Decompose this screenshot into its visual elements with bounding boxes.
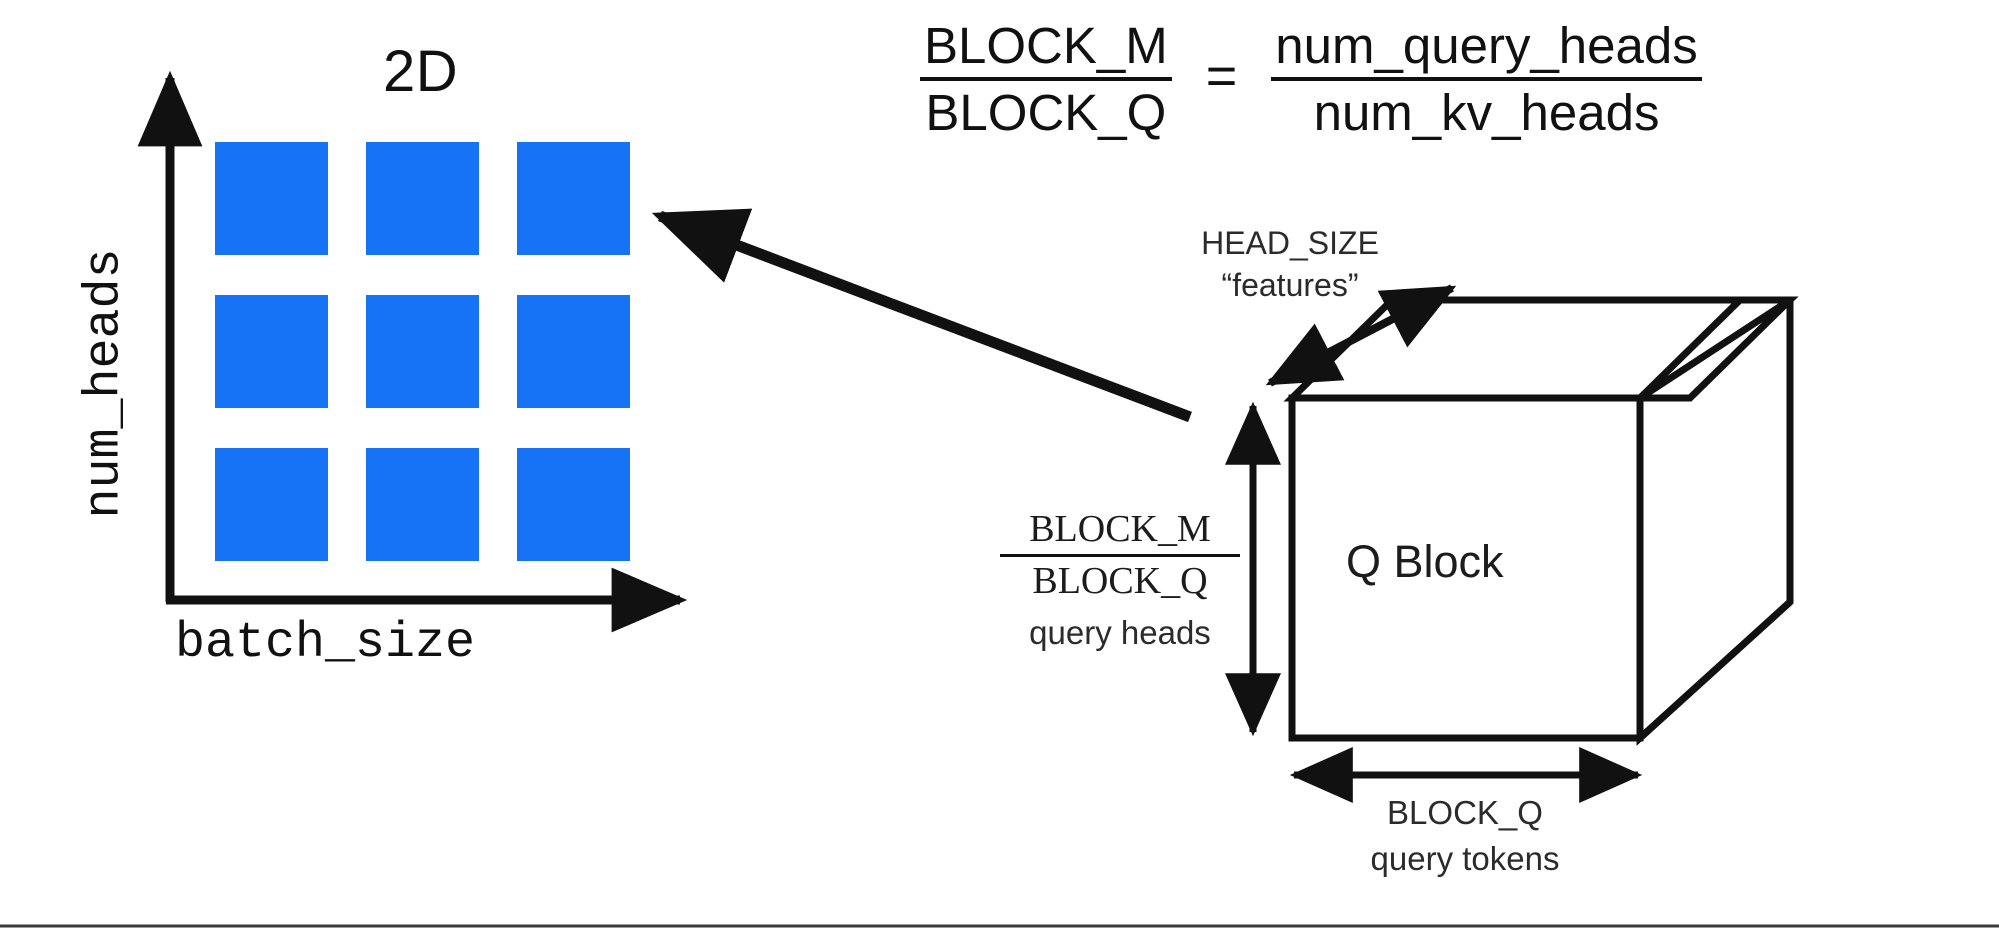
fraction-bar — [920, 77, 1172, 82]
fraction-bar — [1271, 77, 1702, 82]
q-block-face-label: Q Block — [1346, 536, 1504, 587]
width-subtitle: query tokens — [1370, 840, 1560, 878]
fraction-denominator: num_kv_heads — [1313, 84, 1660, 142]
equation-left-fraction: BLOCK_M BLOCK_Q — [920, 18, 1172, 140]
fraction-bar — [1000, 553, 1240, 557]
width-dimension-label: BLOCK_Q query tokens — [1320, 790, 1610, 882]
fraction-numerator: BLOCK_M — [924, 17, 1168, 74]
grid-title: 2D — [383, 39, 459, 104]
x-axis-label: batch_size — [175, 615, 476, 672]
q-block-cube-edges — [1636, 297, 1794, 741]
grid-cell — [517, 295, 630, 408]
height-caption: query heads — [1029, 614, 1211, 652]
head-size-label: HEAD_SIZE “features” — [1175, 222, 1405, 306]
grid-cell — [215, 448, 328, 561]
head-size-title: HEAD_SIZE — [1201, 225, 1379, 261]
fraction-numerator: BLOCK_M — [1029, 508, 1211, 550]
y-axis-label: num_heads — [76, 248, 134, 519]
head-size-subtitle: “features” — [1221, 267, 1359, 304]
grid-cell — [215, 295, 328, 408]
equation-right-fraction: num_query_heads num_kv_heads — [1271, 17, 1702, 142]
grid-cell — [366, 448, 479, 561]
grid-cell — [517, 142, 630, 255]
equals-sign: = — [1205, 46, 1238, 107]
ratio-equation: BLOCK_M BLOCK_Q = num_query_heads num_kv… — [920, 18, 1702, 140]
grid-cell — [215, 142, 328, 255]
grid-cell — [366, 142, 479, 255]
height-dimension-label: BLOCK_M BLOCK_Q query heads — [1000, 508, 1240, 652]
grid-cell — [517, 448, 630, 561]
fraction-denominator: BLOCK_Q — [925, 84, 1167, 142]
width-title: BLOCK_Q — [1387, 794, 1543, 831]
fraction-numerator: num_query_heads — [1275, 17, 1698, 74]
fraction-denominator: BLOCK_Q — [1032, 559, 1208, 602]
connector-arrow — [651, 208, 1192, 423]
head-size-dimension-arrow — [1265, 284, 1457, 387]
grid-cell — [366, 295, 479, 408]
height-fraction: BLOCK_M BLOCK_Q — [1000, 508, 1240, 602]
